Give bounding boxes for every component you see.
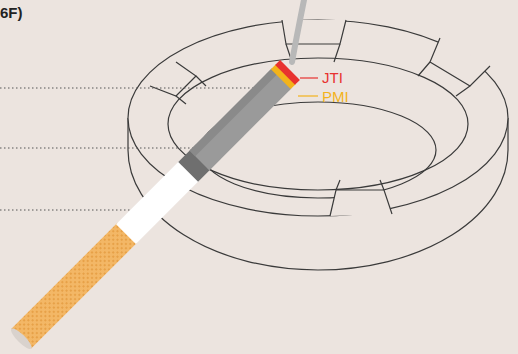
cigarette	[9, 60, 300, 351]
ashtray	[128, 20, 508, 270]
rest-notch-edge	[336, 180, 384, 190]
ash-shade	[190, 69, 278, 157]
ashtray-inner-rim	[168, 58, 468, 190]
filter	[11, 223, 137, 349]
leader-line	[0, 88, 278, 89]
label-tick	[300, 77, 318, 78]
rest-notch	[282, 20, 346, 44]
company-label: PMI	[322, 88, 349, 105]
filter-end	[9, 326, 34, 351]
figure-number: 6F)	[0, 4, 23, 21]
jti-band	[275, 60, 300, 85]
company-label: JTI	[322, 69, 343, 86]
rest-notch	[330, 190, 392, 216]
rest-notch	[150, 62, 196, 96]
rest-notch-edge	[418, 62, 470, 96]
label-tick	[298, 95, 318, 96]
rest-notch-edge	[176, 76, 206, 104]
smoke-trail	[292, 0, 304, 62]
rest-notch	[430, 38, 490, 86]
leader-line	[0, 148, 214, 149]
paper	[116, 161, 199, 244]
leader-line	[0, 210, 152, 211]
ash-rod	[190, 69, 292, 171]
